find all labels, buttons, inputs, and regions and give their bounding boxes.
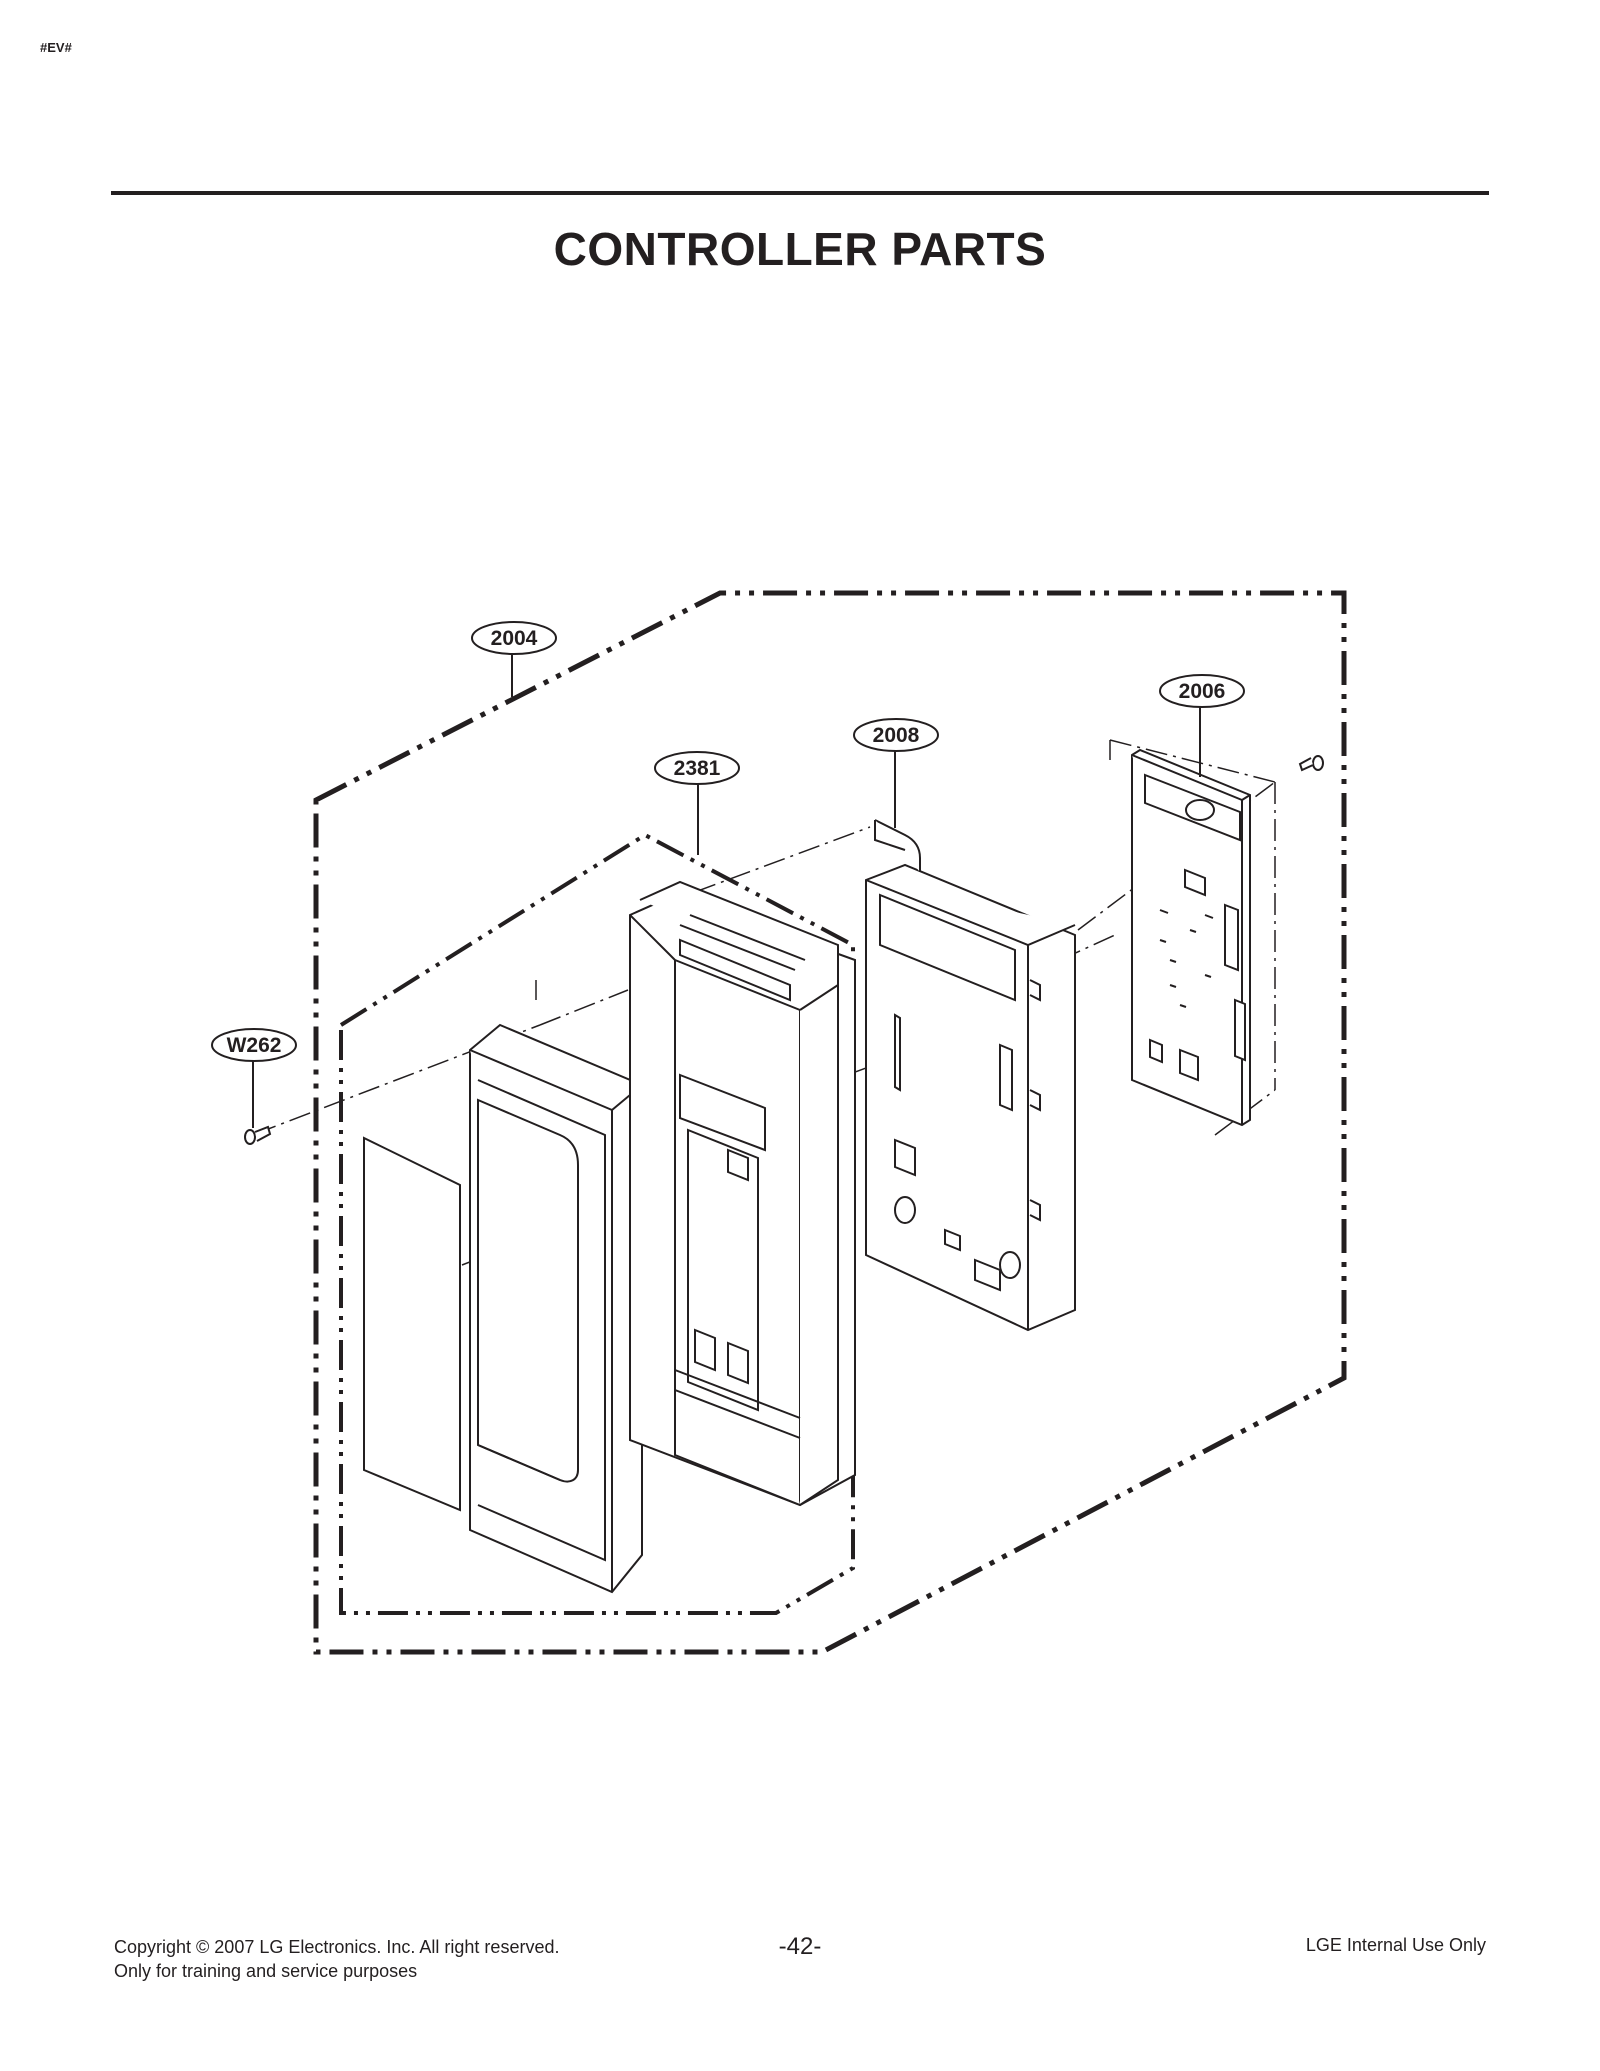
document-tag: #EV# (40, 40, 72, 55)
pcb-screw (1298, 755, 1324, 772)
callout-2381: 2381 (654, 751, 740, 785)
callout-leaders (252, 654, 1201, 1128)
control-panel (629, 880, 856, 1507)
callout-2008-label: 2008 (873, 724, 920, 747)
assembly-2004-boundary (313, 590, 1347, 1655)
page-number: -42- (778, 1933, 822, 1960)
footer-internal: LGE Internal Use Only (1305, 1935, 1486, 1955)
callout-w262-label: W262 (227, 1034, 282, 1057)
callout-2004: 2004 (471, 621, 557, 655)
callout-2008: 2008 (853, 718, 939, 752)
screw-w262 (244, 1125, 272, 1145)
callout-w262: W262 (211, 1028, 297, 1062)
bracket-housing (865, 819, 1076, 1332)
footer-copyright: Copyright © 2007 LG Electronics. Inc. Al… (114, 1937, 560, 1957)
window-panel (363, 1136, 461, 1512)
page-title: CONTROLLER PARTS (553, 223, 1047, 275)
footer-left: Copyright © 2007 LG Electronics. Inc. Al… (114, 1935, 559, 1983)
footer-purpose: Only for training and service purposes (114, 1961, 418, 1981)
callout-2006: 2006 (1159, 674, 1245, 708)
front-frame-panel (469, 1023, 643, 1594)
callout-2006-label: 2006 (1179, 680, 1226, 703)
callout-2004-label: 2004 (491, 627, 538, 650)
pcb-assembly (1131, 748, 1251, 1127)
callout-2381-label: 2381 (674, 757, 721, 780)
header-rule (111, 191, 1489, 195)
assembly-2381-boundary (339, 832, 855, 1615)
